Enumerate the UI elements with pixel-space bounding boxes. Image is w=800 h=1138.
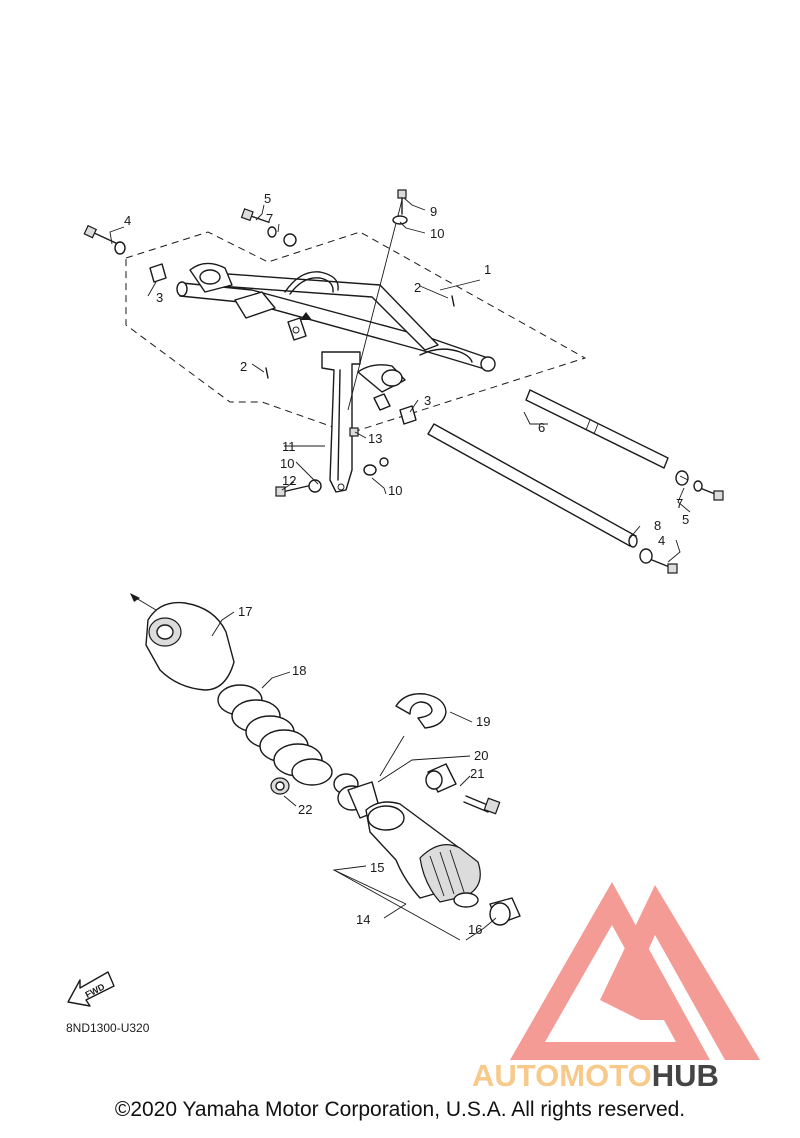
bolt-4-left	[83, 224, 126, 255]
diagram-code: 8ND1300-U320	[66, 1021, 150, 1035]
leader-9	[347, 199, 403, 411]
callout-4-right: 4	[658, 533, 665, 548]
collar-22	[270, 777, 290, 795]
collar-left	[149, 263, 167, 283]
stay-bracket	[321, 351, 361, 493]
callout-13: 13	[368, 431, 382, 446]
callout-22: 22	[298, 802, 312, 817]
callout-10-right: 10	[388, 483, 402, 498]
bolt-4-right	[639, 548, 678, 574]
callout-10-top: 10	[430, 226, 444, 241]
callout-15: 15	[370, 860, 384, 875]
watermark-brand: AUTOMOTOHUB	[472, 1058, 719, 1093]
callout-3-left: 3	[156, 290, 163, 305]
callout-11: 11	[282, 439, 296, 454]
fwd-arrow-icon: FWD	[67, 971, 115, 1007]
watermark-triangle-inner	[600, 885, 760, 1060]
callout-1: 1	[484, 262, 491, 277]
position-marker-upper	[300, 312, 312, 320]
watermark-brand-part2: HUB	[652, 1058, 719, 1093]
watermark-logo	[510, 882, 760, 1060]
spring-18	[217, 684, 333, 786]
bolt-5-right	[675, 470, 724, 501]
callout-4-left: 4	[124, 213, 131, 228]
spring-retainer-19	[395, 693, 447, 729]
callout-2-lower: 2	[240, 359, 247, 374]
bolt-9	[392, 189, 408, 225]
callout-12: 12	[282, 473, 296, 488]
shaft-8	[427, 423, 638, 548]
bolt-5-left	[240, 208, 297, 247]
bushing-16	[489, 897, 521, 926]
callout-14: 14	[356, 912, 370, 927]
shock-absorber-15	[333, 773, 481, 908]
callout-labels: 1 2 2 3 3 4 4 5 5 6 7 7 8 9 10 10 10 11 …	[124, 191, 689, 937]
bolt-2-lower	[265, 367, 269, 379]
callout-2-upper: 2	[414, 280, 421, 295]
callout-17: 17	[238, 604, 252, 619]
callout-5-right: 5	[682, 512, 689, 527]
copyright-notice: ©2020 Yamaha Motor Corporation, U.S.A. A…	[114, 1098, 686, 1121]
callout-3-right: 3	[424, 393, 431, 408]
bolt-12	[275, 479, 322, 497]
callout-18: 18	[292, 663, 306, 678]
shaft-6	[525, 389, 669, 469]
callout-6: 6	[538, 420, 545, 435]
bolt-2-upper	[451, 295, 455, 307]
callout-20: 20	[474, 748, 488, 763]
callout-10-left: 10	[280, 456, 294, 471]
collar-right	[399, 405, 417, 425]
callout-19: 19	[476, 714, 490, 729]
callout-16: 16	[468, 922, 482, 937]
bump-stopper-17	[130, 593, 235, 691]
callout-9: 9	[430, 204, 437, 219]
watermark-brand-part1: AUTOMOTO	[472, 1058, 652, 1093]
bolt-21	[463, 795, 501, 815]
callout-21: 21	[470, 766, 484, 781]
leaders-upper	[109, 197, 691, 563]
callout-5-left: 5	[264, 191, 271, 206]
callout-7-left: 7	[266, 211, 273, 226]
callout-8: 8	[654, 518, 661, 533]
nut-13	[349, 427, 389, 476]
collar-20	[425, 763, 457, 793]
callout-7-right: 7	[676, 496, 683, 511]
leaders-lower	[211, 611, 497, 941]
